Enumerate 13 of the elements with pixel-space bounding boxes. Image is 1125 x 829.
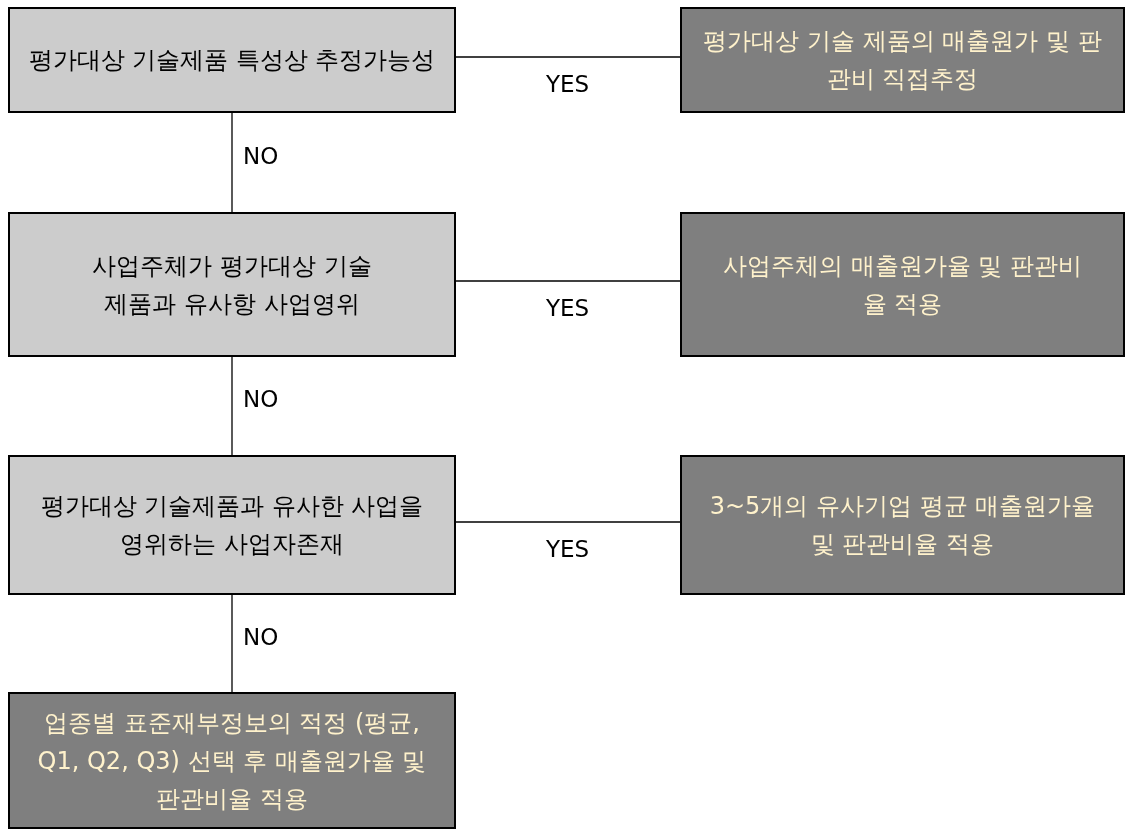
decision-box: 평가대상 기술제품 특성상 추정가능성 [8,7,456,113]
decision-box: 평가대상 기술제품과 유사한 사업을 영위하는 사업자존재 [8,455,456,595]
decision-box: 사업주체가 평가대상 기술제품과 유사항 사업영위 [8,212,456,357]
result-box: 3~5개의 유사기업 평균 매출원가율 및 판관비율 적용 [680,455,1125,595]
result-box: 평가대상 기술 제품의 매출원가 및 판관비 직접추정 [680,7,1125,113]
result-box: 업종별 표준재부정보의 적정 (평균, Q1, Q2, Q3) 선택 후 매출원가율 및 판관비율 적용 [8,692,456,829]
result-box: 사업주체의 매출원가율 및 판관비율 적용 [680,212,1125,357]
connector-line [455,56,681,58]
connector-line [231,112,233,213]
connector-line [231,594,233,693]
connector-line [455,521,681,523]
connector-line [455,280,681,282]
connector-line [231,356,233,456]
